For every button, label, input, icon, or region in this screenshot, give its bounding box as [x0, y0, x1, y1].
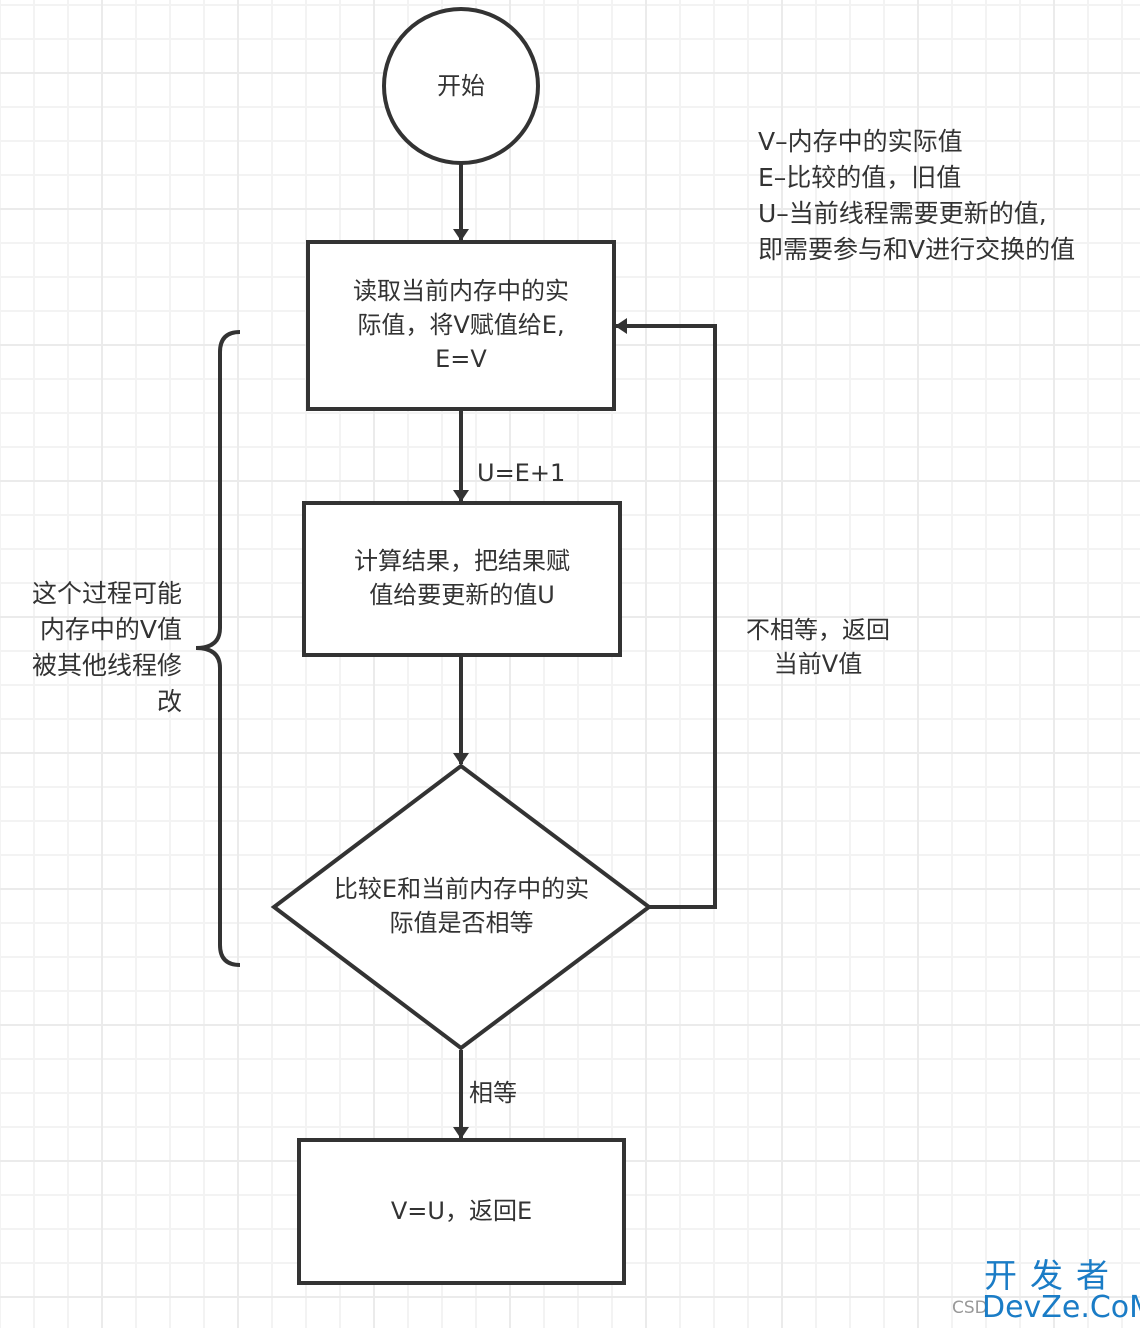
compare-node[interactable]	[270, 763, 653, 1051]
compute-line-1: 计算结果，把结果赋	[354, 547, 570, 575]
read-line-2: 际值，将V赋值给E,	[357, 311, 565, 339]
start-node-text: 开始	[437, 72, 485, 100]
note-line-1: V–内存中的实际值	[758, 127, 963, 156]
compare-line-2: 际值是否相等	[389, 909, 534, 937]
read-node-text: 读取当前内存中的实 际值，将V赋值给E, E=V	[308, 274, 614, 376]
done-node[interactable]	[297, 1138, 626, 1285]
read-node[interactable]	[306, 240, 616, 411]
brace-annotation: 这个过程可能 内存中的V值 被其他线程修 改	[32, 576, 182, 720]
done-node-text: V=U，返回E	[390, 1197, 533, 1225]
watermark-title: 开发者	[984, 1256, 1122, 1295]
variable-legend-note: V–内存中的实际值 E–比较的值，旧值 U–当前线程需要更新的值, 即需要参与和…	[758, 124, 1075, 268]
compute-node-text: 计算结果，把结果赋 值给要更新的值U	[304, 544, 620, 612]
read-line-1: 读取当前内存中的实	[353, 277, 569, 305]
compare-node-text: 比较E和当前内存中的实 际值是否相等	[274, 872, 649, 940]
note-line-4: 即需要参与和V进行交换的值	[758, 235, 1076, 264]
edge-label-equal: 相等	[469, 1079, 517, 1107]
edge-compare-read-loop	[615, 318, 717, 909]
not-equal-line-2: 当前V值	[773, 650, 863, 678]
read-line-3: E=V	[435, 345, 487, 373]
not-equal-line-1: 不相等，返回	[746, 616, 890, 644]
brace-icon	[195, 330, 241, 967]
brace-line-1: 这个过程可能	[31, 579, 182, 608]
edge-label-not-equal: 不相等，返回 当前V值	[732, 613, 904, 681]
start-node[interactable]	[382, 7, 540, 165]
brace-line-2: 内存中的V值	[39, 615, 182, 644]
note-line-3: U–当前线程需要更新的值,	[758, 199, 1047, 228]
watermark-prefix: CSD	[952, 1298, 988, 1318]
brace-line-3: 被其他线程修	[31, 651, 182, 680]
edge-label-u-eq-e-plus-1: U=E+1	[477, 459, 566, 487]
compare-line-1: 比较E和当前内存中的实	[333, 875, 590, 903]
compute-line-2: 值给要更新的值U	[369, 581, 555, 609]
brace-line-4: 改	[156, 687, 182, 716]
compute-node[interactable]	[302, 501, 622, 657]
watermark-domain: DevZe.CoM	[982, 1290, 1140, 1325]
note-line-2: E–比较的值，旧值	[758, 163, 962, 192]
